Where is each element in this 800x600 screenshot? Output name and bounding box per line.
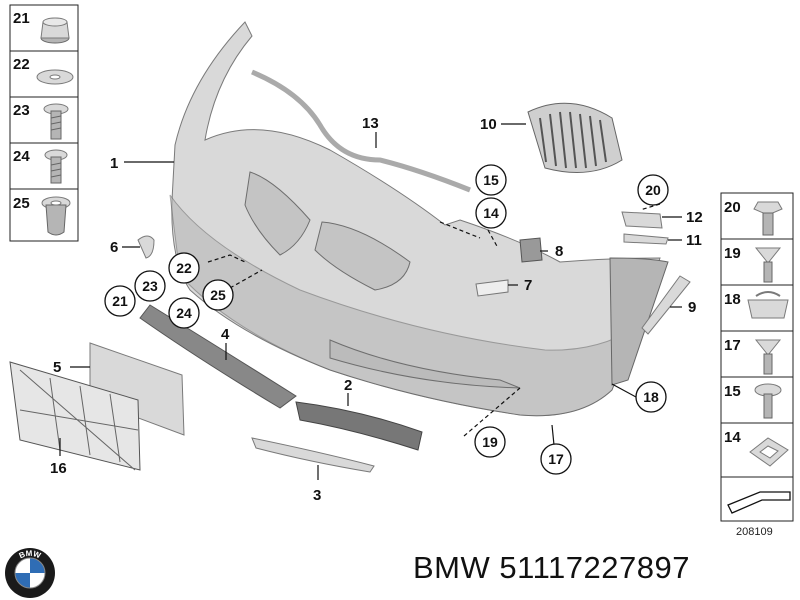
circle-21: 21 (112, 293, 128, 309)
circle-20: 20 (645, 182, 661, 198)
circle-18: 18 (643, 389, 659, 405)
callout-8: 8 (555, 243, 563, 260)
circle-23: 23 (142, 278, 158, 294)
clip-8-part (519, 237, 543, 263)
circle-15: 15 (483, 172, 499, 188)
bracket-11-part (623, 233, 669, 245)
circle-24: 24 (176, 305, 192, 321)
left-parts-column: 21 22 23 24 25 (9, 4, 79, 242)
callout-16: 16 (50, 460, 67, 477)
side-grille-part (295, 401, 423, 451)
callout-12: 12 (686, 209, 703, 226)
callout-5: 5 (53, 359, 61, 376)
circle-22: 22 (176, 260, 192, 276)
diagram-code: 208109 (736, 526, 773, 538)
left-item-22: 22 (13, 56, 30, 73)
left-item-25: 25 (13, 195, 30, 212)
bracket-12-part (621, 211, 663, 229)
callout-1: 1 (110, 155, 118, 172)
circle-14: 14 (483, 205, 499, 221)
circle-19: 19 (482, 434, 498, 450)
grommet-part-icon (749, 437, 789, 467)
screw-part-icon (43, 103, 69, 140)
right-item-17: 17 (724, 337, 741, 354)
callout-6: 6 (110, 239, 118, 256)
bmw-logo-icon: BMW (5, 548, 55, 598)
callout-4: 4 (221, 326, 230, 343)
bumper-assembly (9, 21, 691, 473)
callout-11: 11 (686, 232, 702, 249)
left-item-21: 21 (13, 10, 30, 27)
left-item-24: 24 (13, 148, 30, 165)
right-item-14: 14 (724, 429, 741, 446)
arrow-indicator-icon (727, 491, 791, 514)
kidney-grille-part (527, 102, 623, 173)
bolt-part-icon (44, 149, 68, 184)
callout-9: 9 (688, 299, 696, 316)
svg-text:BMW: BMW (18, 549, 43, 561)
circle-17: 17 (548, 451, 564, 467)
circle-25: 25 (210, 287, 226, 303)
collar-screw-part-icon (754, 247, 782, 283)
right-item-20: 20 (724, 199, 741, 216)
right-item-18: 18 (724, 291, 741, 308)
callout-2: 2 (344, 377, 352, 394)
pan-screw-part-icon (754, 383, 782, 419)
brand-name: BMW (413, 550, 491, 585)
right-item-19: 19 (724, 245, 741, 262)
hex-screw-part-icon (753, 201, 783, 236)
leader-lines (59, 123, 682, 480)
trim-strip-part (251, 437, 375, 473)
expanding-nut-part-icon (41, 196, 71, 236)
license-plate-base-part (89, 342, 185, 436)
cover-7-part (475, 279, 509, 297)
clip-nut-part-icon (747, 291, 789, 319)
part-number: 51117227897 (499, 550, 690, 585)
cap-part-icon (40, 17, 70, 44)
callout-10: 10 (480, 116, 497, 133)
reflector-part (641, 275, 691, 335)
side-panel-part (609, 257, 669, 386)
cover-6-part (137, 235, 155, 259)
footer-part-label: BMW 51117227897 (413, 550, 690, 586)
right-parts-column: 20 19 18 17 15 14 (720, 192, 794, 522)
right-item-15: 15 (724, 383, 741, 400)
left-item-23: 23 (13, 102, 30, 119)
washer-part-icon (36, 69, 74, 85)
logo-text: BMW (18, 549, 43, 561)
callout-13: 13 (362, 115, 379, 132)
collar-screw-2-part-icon (754, 339, 782, 375)
callout-7: 7 (524, 277, 532, 294)
circled-callouts: 15 14 20 22 23 21 24 25 18 19 17 (104, 164, 669, 475)
callout-3: 3 (313, 487, 321, 504)
